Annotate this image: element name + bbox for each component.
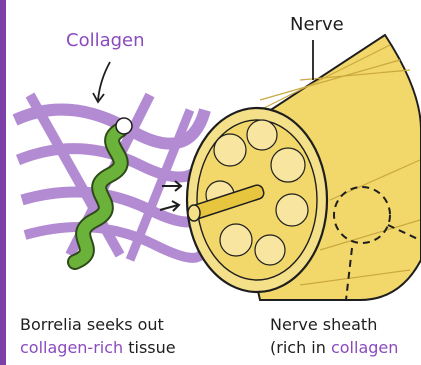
spirochete-head	[116, 118, 132, 134]
collagen-highlight: collagen	[331, 338, 398, 357]
nerve-sheath-caption-line1: Nerve sheath	[270, 315, 377, 334]
borrelia-caption: Borrelia seeks out collagen-rich tissue	[20, 315, 176, 357]
borrelia-caption-line2-rest: tissue	[123, 338, 175, 357]
borrelia-caption-line1: Borrelia seeks out	[20, 315, 164, 334]
movement-arrows	[160, 181, 181, 211]
nerve-sheath-caption-line2-start: (rich in	[270, 338, 331, 357]
borrelia-caption-line2: collagen-rich tissue	[20, 338, 176, 357]
nerve-sheath-caption-line2: (rich in collagen	[270, 338, 398, 357]
nerve-label: Nerve	[290, 14, 344, 35]
left-border	[0, 0, 6, 365]
collagen-label: Collagen	[66, 30, 145, 51]
nerve-bundle	[187, 35, 421, 300]
collagen-rich-highlight: collagen-rich	[20, 338, 123, 357]
nerve-sheath-caption: Nerve sheath (rich in collagen	[270, 315, 398, 357]
